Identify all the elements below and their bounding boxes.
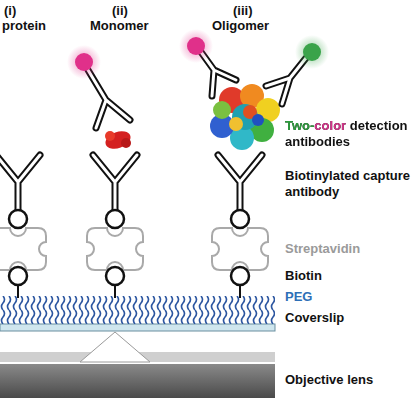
immersion-oil bbox=[80, 332, 150, 362]
column-number: (i) bbox=[4, 3, 16, 19]
oligomer bbox=[210, 84, 280, 150]
part-label: Objective lens bbox=[285, 372, 373, 388]
part-label: Streptavidin bbox=[285, 241, 360, 257]
fluorophore bbox=[75, 53, 93, 71]
oligomer-blob bbox=[229, 117, 243, 131]
column-title: Oligomer bbox=[212, 18, 269, 34]
column-number: (ii) bbox=[112, 3, 128, 19]
linker bbox=[239, 285, 241, 298]
part-label: Two-color detection antibodies bbox=[285, 118, 415, 150]
fluorophore-glow bbox=[295, 35, 329, 69]
antibody-fill bbox=[93, 155, 137, 210]
streptavidin bbox=[87, 228, 143, 270]
biotin bbox=[231, 267, 249, 285]
antibody-outline bbox=[266, 58, 306, 104]
streptavidin bbox=[0, 228, 46, 270]
column-title: Monomer bbox=[90, 18, 149, 34]
biotin bbox=[106, 267, 124, 285]
surface-chemistry bbox=[0, 228, 268, 298]
monomer-blob bbox=[121, 138, 131, 148]
column-number: (iii) bbox=[233, 3, 253, 19]
fluorophore bbox=[187, 37, 205, 55]
monomer-blob bbox=[103, 128, 133, 152]
antibody-outline bbox=[93, 155, 137, 210]
biotin bbox=[9, 267, 27, 285]
biotin-tag bbox=[9, 210, 27, 228]
part-label: PEG bbox=[285, 289, 312, 305]
fluorophore bbox=[303, 43, 321, 61]
fluorophore-glow bbox=[179, 29, 213, 63]
part-label: Coverslip bbox=[285, 310, 344, 326]
streptavidin bbox=[212, 228, 268, 270]
antibody-outline bbox=[0, 155, 40, 210]
linker bbox=[17, 285, 19, 298]
biotin-tag bbox=[106, 210, 124, 228]
antibody-outline bbox=[218, 155, 262, 210]
linker bbox=[114, 285, 116, 298]
objective-lens bbox=[0, 364, 275, 398]
column-title: protein bbox=[2, 18, 46, 34]
antibody-outline bbox=[88, 70, 130, 128]
monomer bbox=[103, 128, 133, 152]
peg-layer bbox=[0, 296, 275, 324]
oligomer-blob bbox=[213, 101, 231, 119]
capture-antibodies bbox=[0, 155, 262, 228]
part-label: Biotinylated capture antibody bbox=[285, 168, 415, 200]
fluorophore-glow bbox=[67, 45, 101, 79]
antibody-fill bbox=[88, 70, 130, 128]
antibody-fill bbox=[0, 155, 40, 210]
biotin-tag bbox=[231, 210, 249, 228]
detection-antibodies bbox=[67, 29, 329, 128]
monomer-blob bbox=[105, 131, 115, 141]
coverslip bbox=[0, 324, 275, 331]
antibody-fill bbox=[266, 58, 306, 104]
oligomer-blob bbox=[252, 114, 264, 126]
part-label: Biotin bbox=[285, 268, 322, 284]
antibody-fill bbox=[218, 155, 262, 210]
